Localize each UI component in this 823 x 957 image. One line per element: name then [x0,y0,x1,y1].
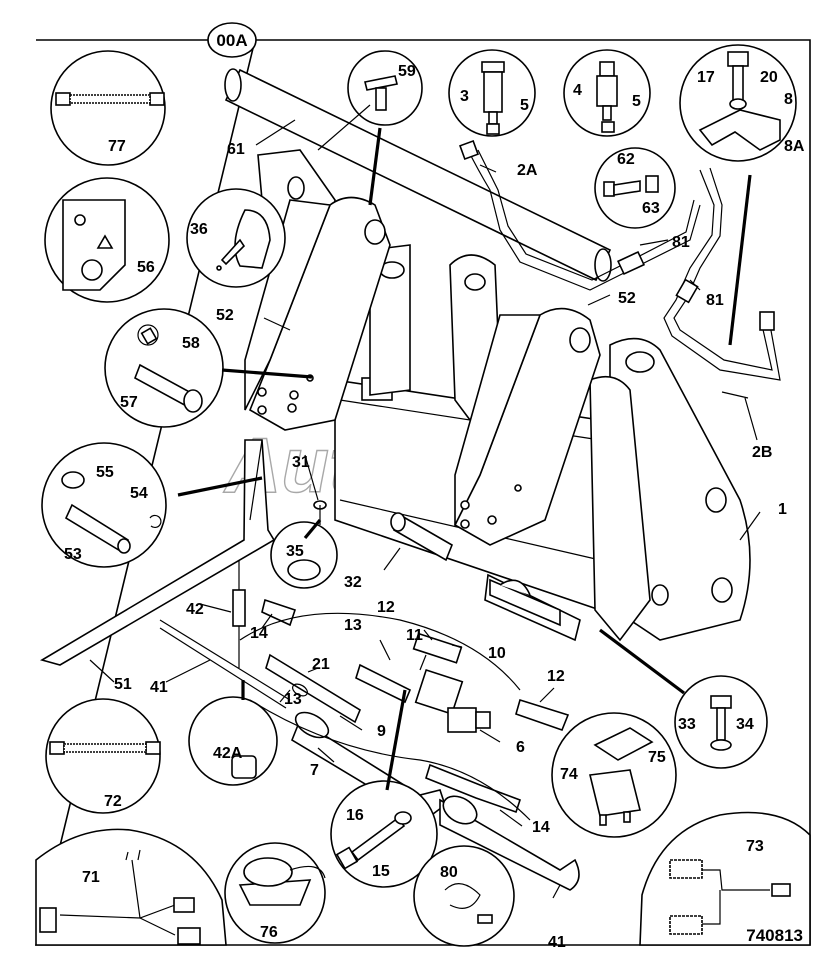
drawing-number: 740813 [746,926,803,945]
callout-plug-35 [270,521,338,589]
label-57: 57 [120,394,138,411]
label-2A: 2A [517,162,538,179]
callout-t-handle-59 [347,50,423,126]
label-14-a: 14 [250,625,268,642]
callout-cable-tie-80 [413,845,515,947]
label-72: 72 [104,793,122,810]
callout-harness-73 [639,811,811,946]
label-52-b: 52 [618,290,636,307]
label-74: 74 [560,766,578,783]
callout-harness-77 [50,50,166,166]
hydraulic-pipes [459,140,781,399]
label-71: 71 [82,869,100,886]
valve-assembly [239,598,570,821]
label-8: 8 [784,91,793,108]
label-11: 11 [406,627,423,644]
label-5-b: 5 [632,93,641,110]
label-8A: 8A [784,138,805,155]
callout-coupling-4 [563,49,651,137]
label-33: 33 [678,716,696,733]
lift-arm-52-left [244,196,391,431]
label-41-b: 41 [548,934,566,951]
label-51: 51 [114,676,132,693]
lift-arm-52-right [453,307,601,546]
pivot-pin-32 [390,512,454,562]
label-77: 77 [108,138,126,155]
label-13-b: 13 [284,691,302,708]
label-32: 32 [344,574,362,591]
label-31: 31 [292,454,310,471]
label-61: 61 [227,141,245,158]
leader-lines [89,104,761,899]
label-16: 16 [346,807,364,824]
label-34: 34 [736,716,754,733]
label-54: 54 [130,485,148,502]
label-59: 59 [398,63,416,80]
callout-harness-71 [35,828,227,946]
label-62: 62 [617,151,635,168]
label-15: 15 [372,863,390,880]
callout-switch-74 [551,712,677,838]
label-20: 20 [760,69,778,86]
label-41-a: 41 [150,679,168,696]
callout-coupling-3 [448,49,536,137]
pin-42 [232,560,246,668]
label-1: 1 [778,501,787,518]
label-81-a: 81 [672,234,690,251]
callout-pin-57 [104,308,224,428]
label-42: 42 [186,601,204,618]
label-76: 76 [260,924,278,941]
label-7: 7 [310,762,319,779]
bolt-31 [313,500,327,525]
callout-bolt-15 [330,780,438,888]
callout-decal-56 [44,177,170,303]
label-80: 80 [440,864,458,881]
label-35: 35 [286,543,304,560]
label-55: 55 [96,464,114,481]
reference-badge-text: 00A [216,31,247,50]
cylinder-mount-bar [484,573,581,642]
label-75: 75 [648,749,666,766]
label-4: 4 [573,82,582,99]
shaft-61 [224,68,612,282]
label-53: 53 [64,546,82,563]
label-52-a: 52 [216,307,234,324]
label-63: 63 [642,200,660,217]
label-56: 56 [137,259,155,276]
label-14-b: 14 [532,819,550,836]
callout-harness-72 [45,698,161,814]
label-21: 21 [312,656,330,673]
callout-bush-42A [188,696,278,786]
rod-41 [159,619,291,709]
callout-clamp-8 [679,44,797,162]
label-2B: 2B [752,444,772,461]
reference-badge: 00A [207,22,257,58]
label-6: 6 [516,739,525,756]
callout-labels: 1 2A 2B 3 4 5 5 6 7 8 8A 9 10 11 12 12 1… [64,63,805,951]
label-12-a: 12 [377,599,395,616]
callout-bolt-33 [674,675,768,769]
label-9: 9 [377,723,386,740]
label-10: 10 [488,645,506,662]
label-13-a: 13 [344,617,362,634]
callout-adhesive-36 [186,188,286,288]
label-58: 58 [182,335,200,352]
label-42A: 42A [213,745,243,762]
label-12-b: 12 [547,668,565,685]
callout-pin-53 [41,442,167,568]
label-5-a: 5 [520,97,529,114]
label-73: 73 [746,838,764,855]
label-81-b: 81 [706,292,724,309]
callout-connector-76 [224,842,326,944]
label-36: 36 [190,221,208,238]
label-3: 3 [460,88,469,105]
label-17: 17 [697,69,715,86]
callout-bolt-62 [594,147,676,229]
